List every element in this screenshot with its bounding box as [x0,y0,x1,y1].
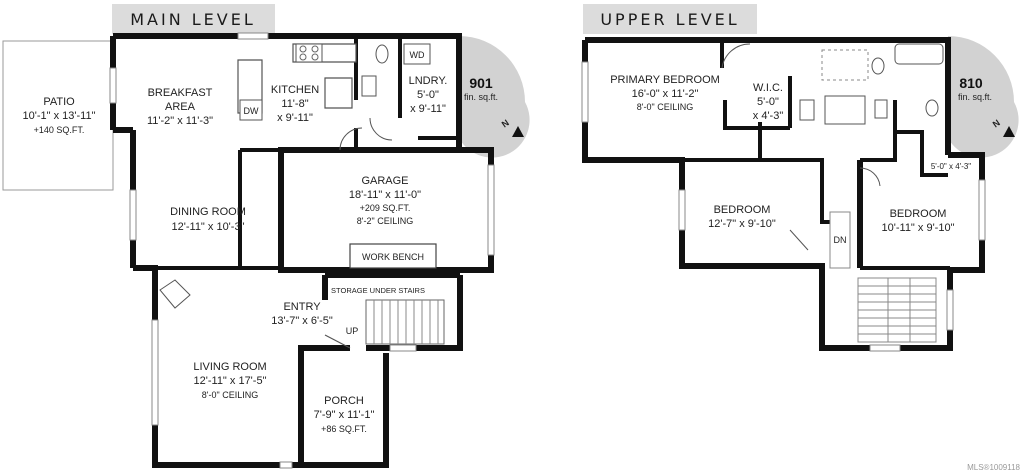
door-swing [324,334,351,349]
entry-name: ENTRY [283,301,321,313]
upper-stairs [829,211,937,343]
breakfast-dims: 11'-2" x 11'-3" [147,115,213,127]
wic-dims: 5'-0" [757,96,779,108]
upper-level-title: UPPER LEVEL [600,10,739,29]
primary-ceiling: 8'-0" CEILING [637,102,693,112]
door-swing [369,117,393,141]
stairs-down-label: DN [834,235,847,245]
kitchen-dims-2: x 9'-11" [277,112,313,124]
kitchen-dims: 11'-8" [281,98,308,110]
dishwasher [239,99,263,121]
dishwasher-label: DW [244,106,259,116]
watermark: MLS®1009118 [967,463,1020,472]
toilet-icon [871,57,885,75]
main-sqft-unit: fin. sq.ft. [464,92,498,102]
garage-dims: 18'-11" x 11'-0" [349,189,421,201]
primary-dims: 16'-0" x 11'-2" [632,88,699,100]
dining-dims: 12'-11" x 10'-3" [172,221,245,233]
dining-name: DINING ROOM [170,206,246,218]
washer-dryer [403,43,431,65]
storage-label: STORAGE UNDER STAIRS [331,286,425,295]
garage-extra: +209 SQ.FT. [360,203,411,213]
upper-level-plan: UPPER LEVEL [581,4,1019,352]
door-swing [721,43,751,69]
door-swing [859,167,881,187]
stairs-up-label: UP [346,326,359,336]
sink-icon [799,99,815,121]
breakfast-name-2: AREA [165,101,196,113]
bedroom2-name: BEDROOM [714,204,771,216]
garage-name: GARAGE [361,175,408,187]
patio-name: PATIO [43,96,75,108]
porch-dims: 7'-9" x 11'-1" [314,409,375,421]
main-sqft-value: 901 [469,75,493,91]
kitchen-name: KITCHEN [271,84,319,96]
compass-arrow-icon [512,126,524,137]
entry-dims: 13'-7" x 6'-5" [271,315,333,327]
stove-burner [299,53,307,61]
upper-sqft-badge [948,36,1019,158]
stove [295,43,323,63]
main-windows [109,32,495,469]
stove-burner [311,53,319,61]
washer-dryer-label: WD [410,50,425,60]
bathtub-icon [894,43,944,65]
closet-dims: 5'-0" x 4'-3" [931,162,971,171]
stove-burner [299,45,307,53]
main-interior-walls [155,36,459,270]
main-level-title-banner [112,4,275,34]
fireplace-icon [159,279,191,309]
door-swing [339,127,363,151]
work-bench-label: WORK BENCH [362,252,424,262]
laundry-name: LNDRY. [409,75,448,87]
wic-name: W.I.C. [753,82,783,94]
main-level-title: MAIN LEVEL [130,10,256,29]
upper-sqft-value: 810 [959,75,983,91]
bedroom3-dims: 10'-11" x 9'-10" [882,222,955,234]
upper-exterior-walls [582,37,985,351]
porch-name: PORCH [324,395,364,407]
living-name: LIVING ROOM [193,361,266,373]
upper-windows [581,61,986,352]
work-bench [349,243,437,269]
door-swing [789,229,809,251]
sink-icon [361,75,377,97]
bedroom2-dims: 12'-7" x 9'-10" [708,218,776,230]
garage-ceiling: 8'-2" CEILING [357,216,413,226]
living-dims: 12'-11" x 17'-5" [194,375,267,387]
upper-compass-n: N [991,118,1002,130]
upper-sqft-unit: fin. sq.ft. [958,92,992,102]
sink-icon [874,99,888,119]
main-level-plan: MAIN LEVEL DW WD [2,4,530,469]
porch-extra: +86 SQ.FT. [321,424,367,434]
upper-level-title-banner [583,4,757,34]
laundry-dims-2: x 9'-11" [410,103,446,115]
living-ceiling: 8'-0" CEILING [202,390,258,400]
wic-dims-2: x 4'-3" [753,110,784,122]
main-compass-n: N [500,118,511,130]
laundry-dims: 5'-0" [417,89,439,101]
patio-dims: 10'-1" x 13'-11" [23,110,96,122]
compass-arrow-icon [1003,126,1015,137]
patio-extra: +140 SQ.FT. [34,125,85,135]
toilet-icon [925,99,939,117]
shower-glass [821,49,869,81]
stove-burner [311,45,319,53]
primary-name: PRIMARY BEDROOM [610,74,720,86]
shower-icon [824,95,866,125]
bedroom3-name: BEDROOM [890,208,947,220]
toilet-icon [375,44,389,64]
upper-interior-walls [682,40,950,270]
main-sqft-badge [459,36,530,158]
main-stairs [365,299,445,345]
breakfast-name: BREAKFAST [148,87,213,99]
